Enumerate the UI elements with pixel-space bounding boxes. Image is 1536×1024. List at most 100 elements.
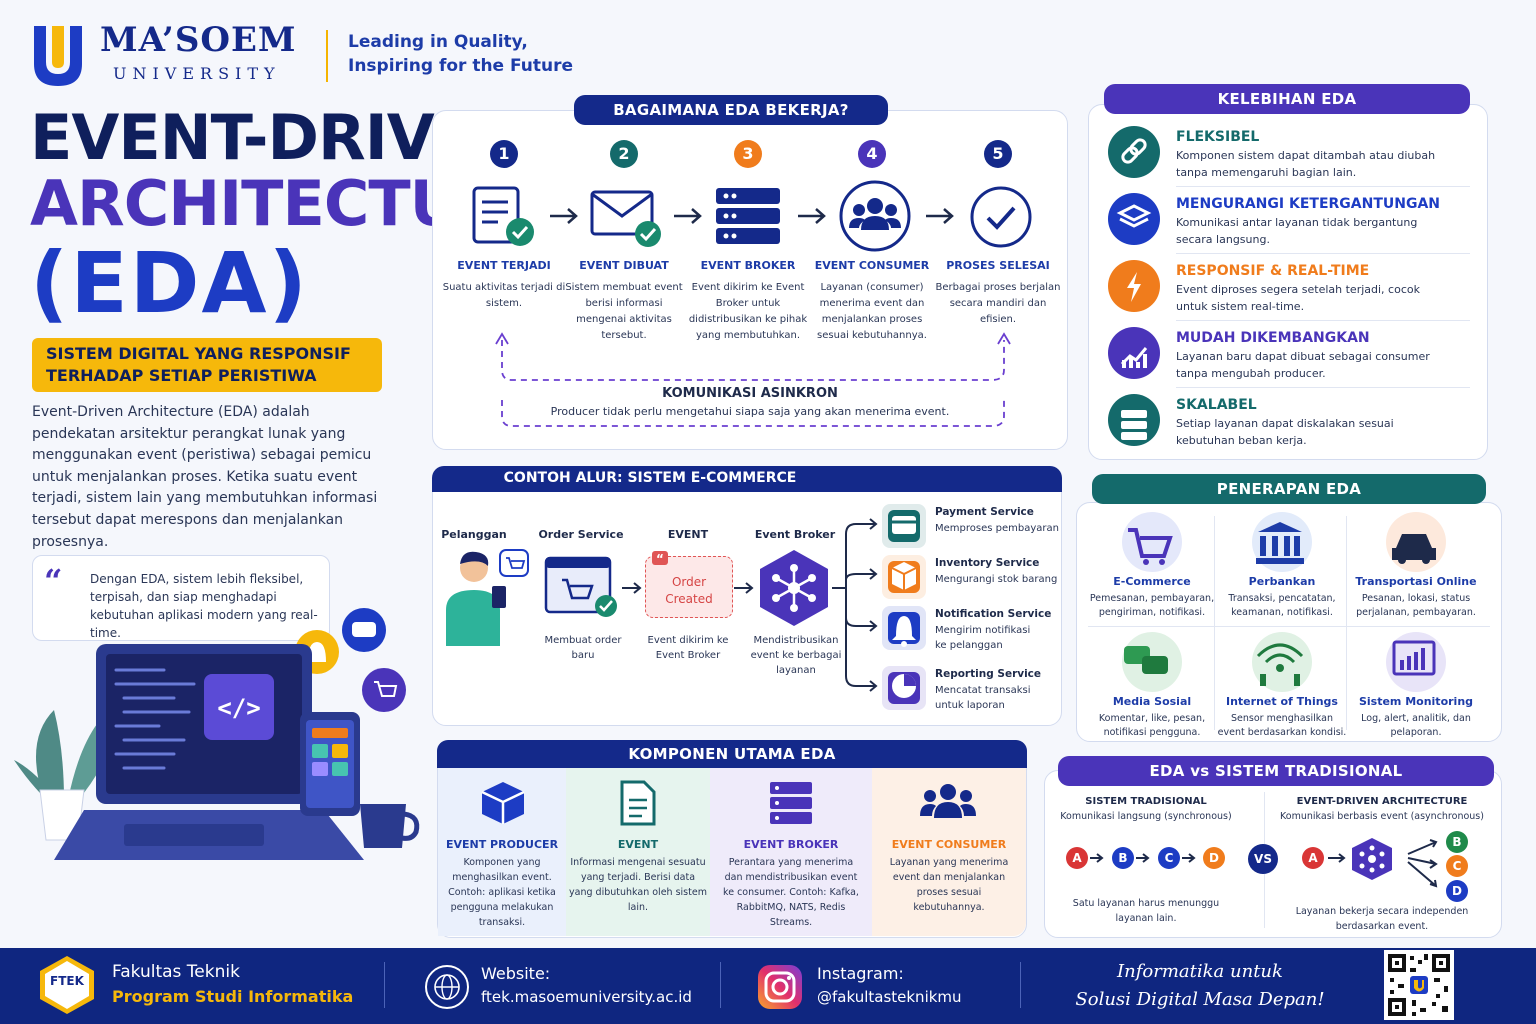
ftek-badge-icon [40, 956, 94, 1014]
broker-hub-icon [760, 550, 828, 626]
component-title-4: EVENT CONSUMER [891, 838, 1007, 851]
component-desc-3: Perantara yang menerima dan mendistribus… [723, 857, 859, 928]
node-d-traditional: D [1203, 847, 1225, 869]
step-title-3: EVENT BROKER [700, 259, 796, 272]
compare-title: EDA vs SISTEM TRADISIONAL [1058, 756, 1494, 786]
application-icons [1124, 522, 1436, 686]
node-a-traditional: A [1066, 847, 1088, 869]
advantage-icons [1116, 138, 1152, 440]
order-service-label: Order Service [538, 528, 624, 541]
globe-icon [425, 965, 469, 1009]
footer-divider-1 [384, 962, 385, 1008]
service-desc-3-a: Mengirim notifikasi [935, 625, 1031, 636]
application-desc-4: Komentar, like, pesan, notifikasi penggu… [1098, 713, 1206, 738]
advantage-desc-5: Setiap layanan dapat diskalakan sesuai k… [1176, 417, 1394, 447]
component-desc-1: Komponen yang menghasilkan event. Contoh… [448, 857, 556, 928]
svg-text:</>: </> [217, 694, 260, 722]
hero-banner-line-1: SISTEM DIGITAL YANG RESPONSIF [46, 344, 351, 363]
component-title-1: EVENT PRODUCER [445, 838, 559, 851]
code-icon [204, 674, 274, 740]
qr-code-icon[interactable] [1384, 950, 1454, 1020]
application-title-6: Sistem Monitoring [1358, 695, 1474, 708]
async-loop-arrows [495, 332, 1011, 427]
university-logo [34, 26, 82, 86]
instagram-label: Instagram: [817, 964, 904, 983]
step-number-4: 4 [858, 140, 886, 168]
traditional-title: SISTEM TRADISIONAL [1085, 796, 1207, 807]
broker-desc-line-3: layanan [776, 665, 816, 676]
service-name-3: Notification Service [935, 608, 1052, 620]
application-title-3: Transportasi Online [1355, 575, 1477, 588]
service-desc-1-a: Memproses pembayaran [935, 523, 1059, 534]
application-desc-1: Pemesanan, pembayaran, pengiriman, notif… [1089, 593, 1215, 618]
instagram-handle[interactable]: @fakultasteknikmu [817, 988, 962, 1006]
advantage-title-4: MUDAH DIKEMBANGKAN [1176, 330, 1370, 346]
node-d-eda: D [1446, 880, 1468, 902]
advantage-title-1: FLEKSIBEL [1176, 129, 1260, 145]
event-desc-line-2: Event Broker [655, 650, 721, 661]
ecommerce-panel [432, 466, 1062, 726]
advantage-desc-1: Komponen sistem dapat ditambah atau diub… [1176, 149, 1436, 179]
cart-bubble-icon [362, 668, 406, 712]
instagram-icon[interactable] [756, 963, 804, 1011]
ecommerce-header-bar [432, 466, 1062, 492]
step-desc-3: Event dikirim ke Event Broker untuk didi… [688, 282, 808, 341]
order-created-card [645, 556, 733, 618]
ecommerce-title: CONTOH ALUR: SISTEM E-COMMERCE [503, 470, 797, 486]
hero-banner-line-2: TERHADAP SETIAP PERISTIWA [46, 366, 317, 385]
advantages-title: KELEBIHAN EDA [1104, 84, 1470, 114]
broker-desc-line-2: event ke berbagai [750, 650, 842, 661]
quote-icon: “ [44, 562, 63, 600]
event-desc-line-1: Event dikirim ke [647, 635, 729, 646]
intro-paragraph: Event-Driven Architecture (EDA) adalah p… [32, 404, 378, 550]
tagline-line-1: Leading in Quality, [348, 32, 528, 52]
tagline-line-2: Inspiring for the Future [348, 56, 574, 76]
app-divider-2 [1346, 516, 1347, 730]
eda-compare-subtitle: Komunikasi berbasis event (asynchronous) [1280, 811, 1484, 822]
service-desc-2-a: Mengurangi stok barang [935, 574, 1058, 585]
component-desc-2: Informasi mengenai sesuatu yang terjadi.… [569, 857, 707, 913]
step-number-2: 2 [610, 140, 638, 168]
advantage-desc-4: Layanan baru dapat dibuat sebagai consum… [1176, 350, 1430, 380]
envelope-check-icon [590, 190, 661, 247]
advantage-desc-2: Komunikasi antar layanan tidak bergantun… [1176, 216, 1418, 246]
eda-compare-desc-line-2: berdasarkan event. [1335, 921, 1429, 932]
advantage-divider-4 [1176, 387, 1470, 388]
order-created-line-2: Created [665, 592, 713, 606]
brand-name: MA’SOEM [100, 20, 297, 60]
brand-subtitle: UNIVERSITY [113, 64, 281, 83]
application-desc-2: Transaksi, pencatatan, keamanan, notifik… [1228, 593, 1336, 618]
compare-arrows [1090, 838, 1438, 888]
step-title-5: PROSES SELESAI [946, 259, 1050, 272]
service-desc-4-b: untuk laporan [935, 700, 1005, 711]
broker-desc-line-1: Mendistribusikan [753, 635, 839, 646]
order-created-line-1: Order [671, 575, 707, 589]
step-number-5: 5 [984, 140, 1012, 168]
how-eda-works-title: BAGAIMANA EDA BEKERJA? [574, 95, 888, 125]
application-title-5: Internet of Things [1226, 695, 1338, 708]
node-a-eda: A [1302, 847, 1324, 869]
advantage-title-5: SKALABEL [1176, 397, 1257, 413]
slogan-line-1: Informatika untuk [1117, 961, 1283, 982]
step-title-1: EVENT TERJADI [457, 259, 551, 272]
applications-title: PENERAPAN EDA [1092, 474, 1486, 504]
hero-banner: SISTEM DIGITAL YANG RESPONSIF TERHADAP S… [32, 338, 382, 392]
broker-desc: Mendistribusikan event ke berbagai layan… [746, 633, 846, 678]
traditional-desc-line-2: layanan lain. [1115, 913, 1177, 924]
link-icon [1108, 126, 1160, 178]
box-cube-icon [481, 782, 525, 824]
app-divider-row [1088, 626, 1490, 627]
order-window-icon [544, 556, 617, 617]
footer-divider-3 [1020, 962, 1021, 1008]
users-group-icon [839, 180, 911, 252]
quote-badge-icon: “ [652, 551, 668, 566]
quote-text: Dengan EDA, sistem lebih fleksibel, terp… [90, 572, 318, 640]
components-title: KOMPONEN UTAMA EDA [437, 740, 1027, 768]
advantage-title-2: MENGURANGI KETERGANTUNGAN [1176, 196, 1441, 212]
website-link[interactable]: ftek.masoemuniversity.ac.id [481, 988, 692, 1006]
step-desc-5: Berbagai proses berjalan secara mandiri … [935, 282, 1061, 325]
slogan-line-2: Solusi Digital Masa Depan! [1075, 989, 1325, 1010]
step-desc-2: Sistem membuat event berisi informasi me… [565, 282, 683, 341]
eda-compare-desc: Layanan bekerja secara independen berdas… [1272, 904, 1492, 934]
event-label: EVENT [667, 528, 709, 541]
